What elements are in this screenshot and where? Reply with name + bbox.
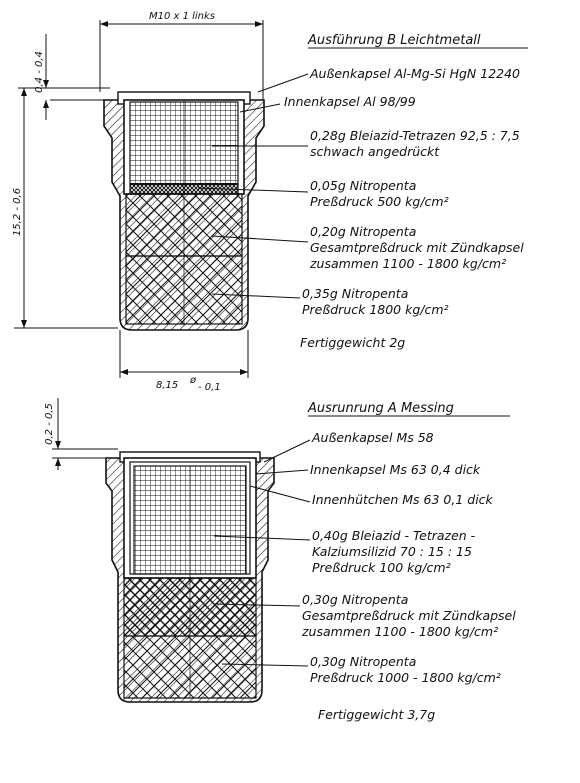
callout-line: 0,30g Nitropenta <box>310 654 416 669</box>
callout-line: Innenkapsel Ms 63 0,4 dick <box>310 462 481 477</box>
title-variant-b: Ausführung B Leichtmetall <box>307 33 481 48</box>
weight-variant-a: Fertiggewicht 3,7g <box>318 707 435 722</box>
callout-line: Preßdruck 1000 - 1800 kg/cm² <box>310 670 501 685</box>
callout-line: 0,20g Nitropenta <box>310 224 416 239</box>
callout-line: Gesamtpreßdruck mit Zündkapsel <box>302 608 516 623</box>
dim-left-small-b: 0,4 - 0,4 <box>34 51 45 93</box>
dim-left-a: 0,2 - 0,5 <box>44 403 55 445</box>
labels-variant-b: Außenkapsel Al-Mg-Si HgN 12240Innenkapse… <box>284 66 524 317</box>
callout-line: Innenkapsel Al 98/99 <box>284 94 416 109</box>
callout-line: Gesamtpreßdruck mit Zündkapsel <box>310 240 524 255</box>
callout-line: 0,05g Nitropenta <box>310 178 416 193</box>
callout-line: Außenkapsel Al-Mg-Si HgN 12240 <box>309 66 520 81</box>
title-variant-a: Ausrunrung A Messing <box>307 401 454 416</box>
callout-line: Innenhütchen Ms 63 0,1 dick <box>312 492 494 507</box>
callout-line: schwach angedrückt <box>310 144 440 159</box>
variant-a-figure: 0,2 - 0,5 <box>44 398 311 703</box>
callout-line: 0,35g Nitropenta <box>302 286 408 301</box>
dim-bottom-main-b: 8,15 <box>156 380 178 391</box>
weight-variant-b: Fertiggewicht 2g <box>300 335 405 350</box>
dim-bottom-tol-b: - 0,1 <box>198 382 221 393</box>
callout-line: Preßdruck 500 kg/cm² <box>310 194 449 209</box>
callout-line: Preßdruck 100 kg/cm² <box>312 560 451 575</box>
callout-line: 0,28g Bleiazid-Tetrazen 92,5 : 7,5 <box>310 128 520 143</box>
variant-b-figure: M10 x 1 links 0,4 - 0,4 15,2 - 0,6 8,15 <box>12 11 309 393</box>
callout-line: 0,40g Bleiazid - Tetrazen - <box>312 528 476 543</box>
dim-left-large-b: 15,2 - 0,6 <box>12 188 23 236</box>
callout-line: 0,30g Nitropenta <box>302 592 408 607</box>
dim-diameter-sign: ø <box>189 375 197 386</box>
callout-line: zusammen 1100 - 1800 kg/cm² <box>309 256 506 271</box>
dim-thread: M10 x 1 links <box>149 11 215 22</box>
callout-line: zusammen 1100 - 1800 kg/cm² <box>301 624 498 639</box>
callout-line: Kalziumsilizid 70 : 15 : 15 <box>312 544 472 559</box>
callout-line: Außenkapsel Ms 58 <box>311 430 434 445</box>
callout-line: Preßdruck 1800 kg/cm² <box>302 302 449 317</box>
labels-variant-a: Außenkapsel Ms 58 Innenkapsel Ms 63 0,4 d… <box>301 430 516 685</box>
